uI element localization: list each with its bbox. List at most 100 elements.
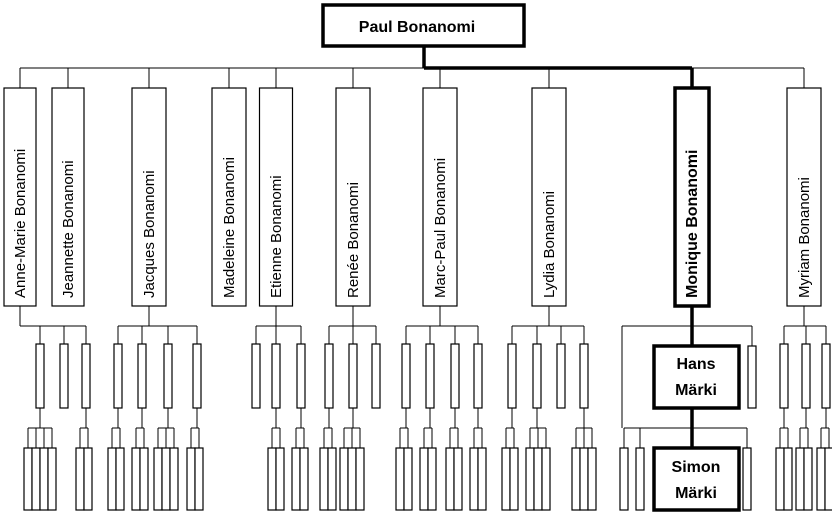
great-grandchild-first-name: Simon <box>672 459 721 476</box>
descendant-box <box>445 447 455 511</box>
descendant-box <box>403 447 413 511</box>
descendant-box <box>291 447 301 511</box>
descendant-box <box>824 447 832 511</box>
child-name: Lydia Bonanomi <box>541 191 558 298</box>
child-name: Jeannette Bonanomi <box>60 160 77 298</box>
child-name: Monique Bonanomi <box>684 150 701 298</box>
descendant-box <box>299 447 309 511</box>
descendant-box <box>775 447 785 511</box>
child-node[interactable]: Madeleine Bonanomi <box>211 87 247 307</box>
descendant-box <box>75 447 85 511</box>
children-row: Anne-Marie Bonanomi Jeannette Bonanomi Jac… <box>3 86 822 308</box>
child-box <box>51 87 85 307</box>
descendant-box <box>267 447 277 511</box>
descendant-box <box>107 447 117 511</box>
child-node[interactable]: Anne-Marie Bonanomi <box>3 87 37 307</box>
descendant-box <box>401 343 411 409</box>
child-node[interactable]: Myriam Bonanomi <box>786 87 822 307</box>
descendant-box <box>81 343 91 409</box>
child-name: Marc-Paul Bonanomi <box>432 158 449 298</box>
root-name: Paul Bonanomi <box>359 19 475 36</box>
child-name: Myriam Bonanomi <box>796 177 813 298</box>
descendant-box <box>525 447 535 511</box>
descendant-box <box>31 447 41 511</box>
descendant-box <box>395 447 405 511</box>
descendant-box <box>115 447 125 511</box>
child-box <box>531 87 567 307</box>
descendant-box <box>371 343 381 409</box>
descendant-box <box>163 343 173 409</box>
child-box <box>211 87 247 307</box>
descendant-box <box>619 447 629 511</box>
child-name: Renée Bonanomi <box>345 182 362 298</box>
child-node[interactable]: Marc-Paul Bonanomi <box>422 87 458 307</box>
great-grandchild-highlight-node[interactable]: Simon Märki <box>652 446 741 512</box>
root-node[interactable]: Paul Bonanomi <box>321 3 526 48</box>
descendant-box <box>327 447 337 511</box>
descendant-box <box>251 343 261 409</box>
descendant-box <box>579 447 589 511</box>
child-node[interactable]: Etienne Bonanomi <box>258 87 294 307</box>
descendant-box <box>453 447 463 511</box>
descendant-box <box>186 447 196 511</box>
descendant-box <box>169 447 179 511</box>
descendant-box <box>427 447 437 511</box>
descendant-box <box>587 447 597 511</box>
descendant-box <box>59 343 69 409</box>
descendant-box <box>275 447 285 511</box>
descendant-box <box>795 447 805 511</box>
descendant-box <box>425 343 435 409</box>
descendant-box <box>532 343 542 409</box>
descendant-box <box>742 447 752 511</box>
descendant-box <box>473 343 483 409</box>
child-box <box>335 87 371 307</box>
child-name: Madeleine Bonanomi <box>221 157 238 298</box>
descendant-box <box>571 447 581 511</box>
descendant-box <box>271 343 281 409</box>
descendant-box <box>635 447 645 511</box>
descendant-box <box>83 447 93 511</box>
grandchild-last-name: Märki <box>675 382 717 399</box>
descendant-box <box>803 447 813 511</box>
child-node[interactable]: Monique Bonanomi <box>673 86 711 308</box>
descendant-box <box>450 343 460 409</box>
child-node[interactable]: Jeannette Bonanomi <box>51 87 85 307</box>
child-box <box>3 87 37 307</box>
descendant-box <box>339 447 349 511</box>
descendant-box <box>579 343 589 409</box>
child-name: Jacques Bonanomi <box>141 170 158 298</box>
child-node[interactable]: Renée Bonanomi <box>335 87 371 307</box>
child-box <box>786 87 822 307</box>
descendant-box <box>324 343 334 409</box>
descendant-box <box>296 343 306 409</box>
child-name: Anne-Marie Bonanomi <box>12 149 29 298</box>
descendant-box <box>477 447 487 511</box>
descendant-box <box>35 343 45 409</box>
descendant-box <box>192 343 202 409</box>
highlighted-lineage-path <box>422 46 694 448</box>
grandchild-first-name: Hans <box>676 356 715 373</box>
child-box <box>131 87 167 307</box>
descendant-box <box>23 447 33 511</box>
descendant-box <box>556 343 566 409</box>
descendant-box <box>153 447 163 511</box>
descendant-box <box>39 447 49 511</box>
tree-connectors <box>19 67 830 448</box>
child-box <box>673 86 711 308</box>
grandchild-highlight-node[interactable]: Hans Märki <box>652 344 741 410</box>
child-box <box>258 87 294 307</box>
descendant-box <box>533 447 543 511</box>
child-box <box>422 87 458 307</box>
child-node[interactable]: Lydia Bonanomi <box>531 87 567 307</box>
descendant-box <box>469 447 479 511</box>
descendant-box <box>801 343 811 409</box>
descendant-box <box>747 345 757 409</box>
descendant-box <box>137 343 147 409</box>
descendant-box <box>816 447 826 511</box>
descendant-box <box>355 447 365 511</box>
descendant-box <box>161 447 171 511</box>
descendant-box <box>509 447 519 511</box>
descendant-box <box>783 447 793 511</box>
child-node[interactable]: Jacques Bonanomi <box>131 87 167 307</box>
